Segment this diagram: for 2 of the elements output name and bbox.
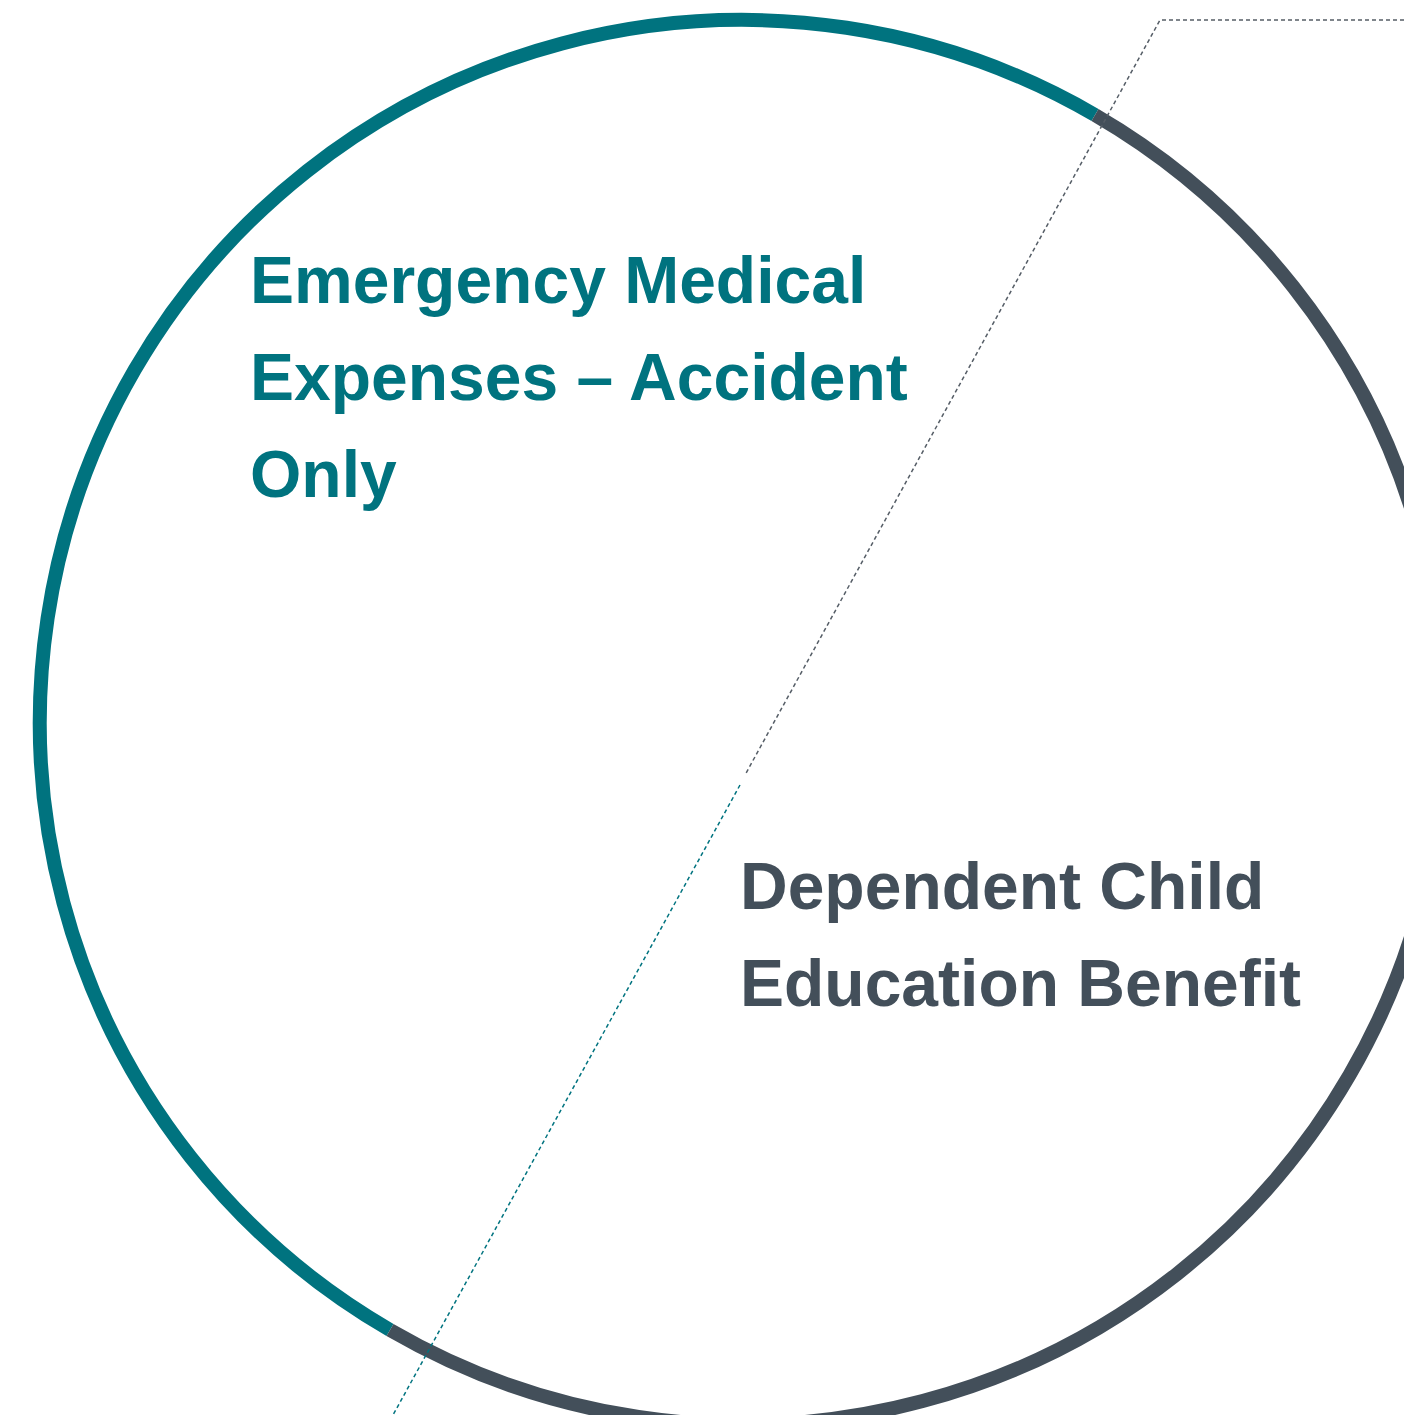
category-label: Dependent Child Education Benefit	[740, 848, 1303, 1022]
category-label: Emergency Medical Expenses – Accident Only	[250, 242, 909, 513]
